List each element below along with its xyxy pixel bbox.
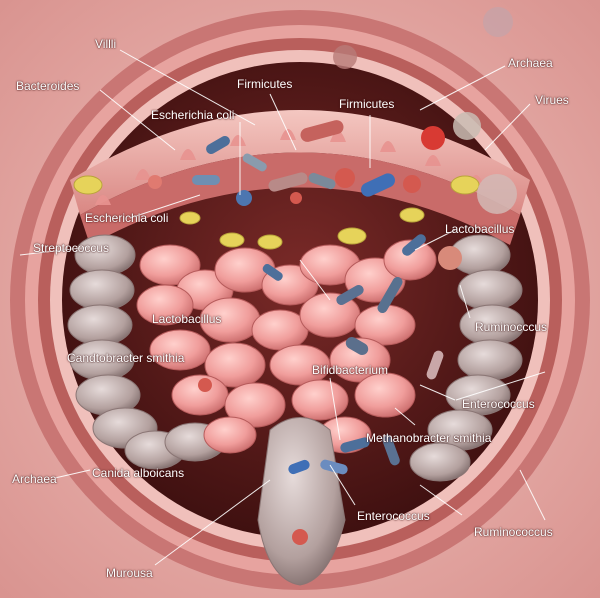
label-villi: Villli (95, 37, 117, 51)
label-escherichia-coli-mid: Escherichia coli (85, 211, 169, 225)
label-enterococcus-bottom: Enterococcus (357, 509, 430, 523)
label-escherichia-coli-top: Escherichia coli (151, 108, 235, 122)
label-ruminococcus-bottom: Ruminococcus (474, 525, 553, 539)
villi-band (70, 110, 530, 215)
label-lactobacillus-left: Lactobacillus (152, 312, 222, 326)
rectum-bulge (257, 417, 346, 586)
leader-lines (19, 49, 546, 566)
label-candobracter: Candtobracter smithia (67, 351, 185, 365)
label-canida: Canida alboicans (92, 466, 185, 480)
label-firmicutes-top: Firmicutes (237, 77, 293, 91)
label-bifidobacterium: Bifidbacterium (312, 363, 389, 377)
label-murousa: Murousa (106, 566, 153, 580)
small-intestine (136, 239, 437, 454)
label-viruses: Virues (535, 93, 569, 107)
band-bacteria (148, 7, 517, 214)
label-enterococcus-right: Enterococcus (462, 397, 535, 411)
fat-globules (73, 175, 480, 250)
label-archaea-bottom: Archaea (12, 472, 57, 486)
intestine-bacteria (198, 234, 462, 545)
label-archaea-top: Archaea (508, 56, 553, 70)
label-lactobacillus-right: Lactobacillus (445, 222, 515, 236)
label-ruminococcus-right: Ruminocccus (475, 320, 548, 334)
label-methanobracter: Methanobracter smithia (366, 431, 492, 445)
label-streptococcus: Streptococcus (33, 241, 110, 255)
colon-right (409, 234, 525, 482)
label-firmicutes-mid: Firmicutes (339, 97, 395, 111)
label-bacteroides: Bacteroides (16, 79, 80, 93)
